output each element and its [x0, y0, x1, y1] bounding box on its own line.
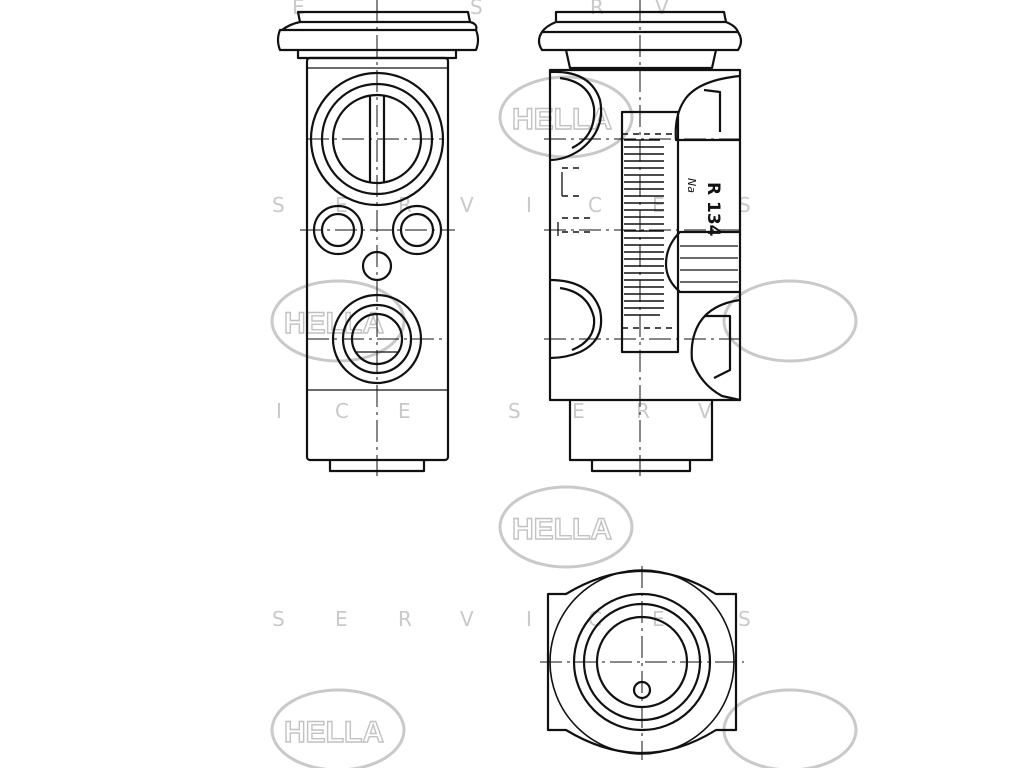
watermark-hella-logo: HELLA — [498, 485, 634, 569]
wm-letter: R — [636, 399, 650, 423]
wm-letter: V — [460, 607, 474, 631]
wm-letter: R — [590, 0, 604, 19]
wm-letter: V — [460, 193, 474, 217]
wm-letter: S — [272, 193, 285, 217]
side-view-marking-small: Na — [685, 178, 698, 193]
wm-letter: V — [698, 399, 712, 423]
side-view-middle-channel — [664, 230, 740, 294]
wm-letter: I — [526, 193, 532, 217]
wm-letter: E — [335, 607, 348, 631]
wm-letter: E — [572, 399, 585, 423]
side-view-upper-pocket — [549, 70, 603, 162]
watermark-service-row-4: S E R V I C E S — [272, 607, 751, 631]
wm-letter: S — [738, 193, 751, 217]
watermark-hella-logo-partial — [722, 688, 858, 768]
svg-text:HELLA: HELLA — [284, 716, 384, 749]
wm-letter: S — [508, 399, 521, 423]
side-view: R 134 Na — [537, 0, 746, 476]
svg-text:HELLA: HELLA — [512, 513, 612, 546]
wm-letter: V — [655, 0, 669, 19]
wm-letter: E — [292, 0, 305, 19]
watermark-layer: E S R V S E R V I C E S I C E S E R V S … — [270, 0, 858, 768]
wm-letter: C — [588, 193, 602, 217]
wm-letter: E — [335, 193, 348, 217]
side-view-marking-main: R 134 — [703, 182, 723, 237]
side-view-spring-hatch — [624, 139, 664, 316]
watermark-hella-logo: HELLA — [270, 688, 406, 768]
side-view-lower-channel — [690, 298, 741, 402]
wm-letter: I — [276, 399, 282, 423]
watermark-service-row-3: I C E S E R V — [276, 399, 712, 423]
wm-letter: C — [335, 399, 349, 423]
front-view-flange — [296, 10, 472, 24]
wm-letter: S — [738, 607, 751, 631]
front-view — [276, 0, 480, 476]
wm-letter: E — [652, 193, 665, 217]
watermark-hella-logo: HELLA — [498, 75, 634, 159]
side-view-upper-channel — [674, 74, 741, 142]
watermark-hella-logo-partial — [722, 279, 858, 363]
wm-letter: R — [398, 607, 412, 631]
wm-letter: S — [272, 607, 285, 631]
wm-letter: S — [470, 0, 483, 19]
watermark-service-row-2: S E R V I C E S — [272, 193, 751, 217]
watermark-service-row-top: E S R V — [292, 0, 669, 19]
wm-letter: I — [526, 607, 532, 631]
bottom-view — [540, 566, 744, 760]
side-view-flange — [554, 10, 728, 24]
side-view-lower-pocket — [549, 278, 603, 360]
wm-letter: E — [398, 399, 411, 423]
